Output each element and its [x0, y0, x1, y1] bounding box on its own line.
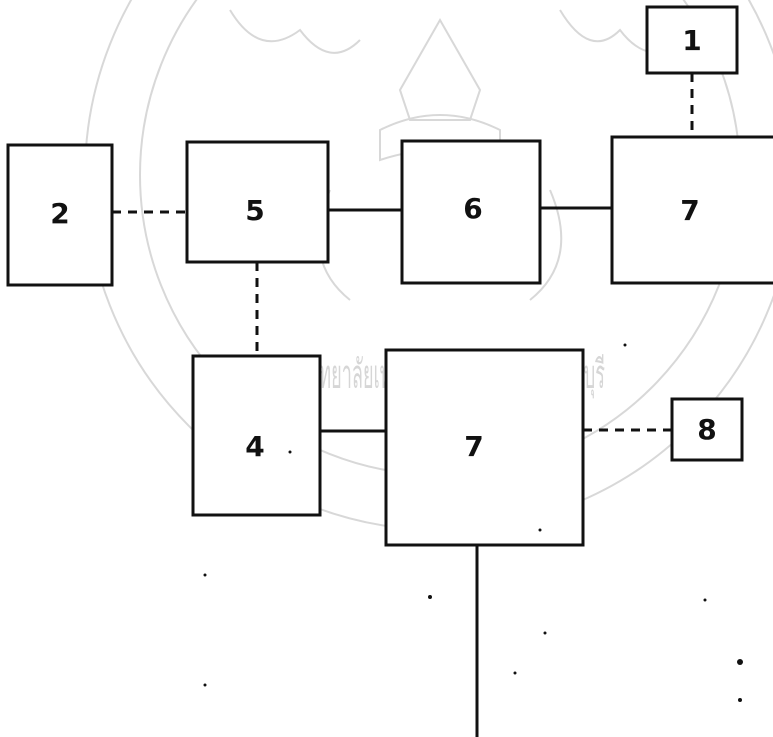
node-7-center: 7 — [386, 350, 583, 545]
node-1-label: 1 — [682, 24, 701, 57]
node-7-top-label: 7 — [680, 194, 699, 227]
node-5-label: 5 — [245, 194, 264, 227]
node-2: 2 — [8, 145, 112, 285]
node-6-label: 6 — [463, 192, 482, 225]
node-5: 5 — [187, 142, 328, 262]
node-2-label: 2 — [50, 197, 69, 230]
node-7-center-label: 7 — [464, 430, 483, 463]
node-6: 6 — [402, 141, 540, 283]
node-8: 8 — [672, 399, 742, 460]
node-1: 1 — [647, 7, 737, 73]
node-7-top: 7 — [612, 137, 773, 283]
node-4: 4 — [193, 356, 320, 515]
node-4-label: 4 — [245, 430, 264, 463]
node-8-label: 8 — [697, 413, 716, 446]
